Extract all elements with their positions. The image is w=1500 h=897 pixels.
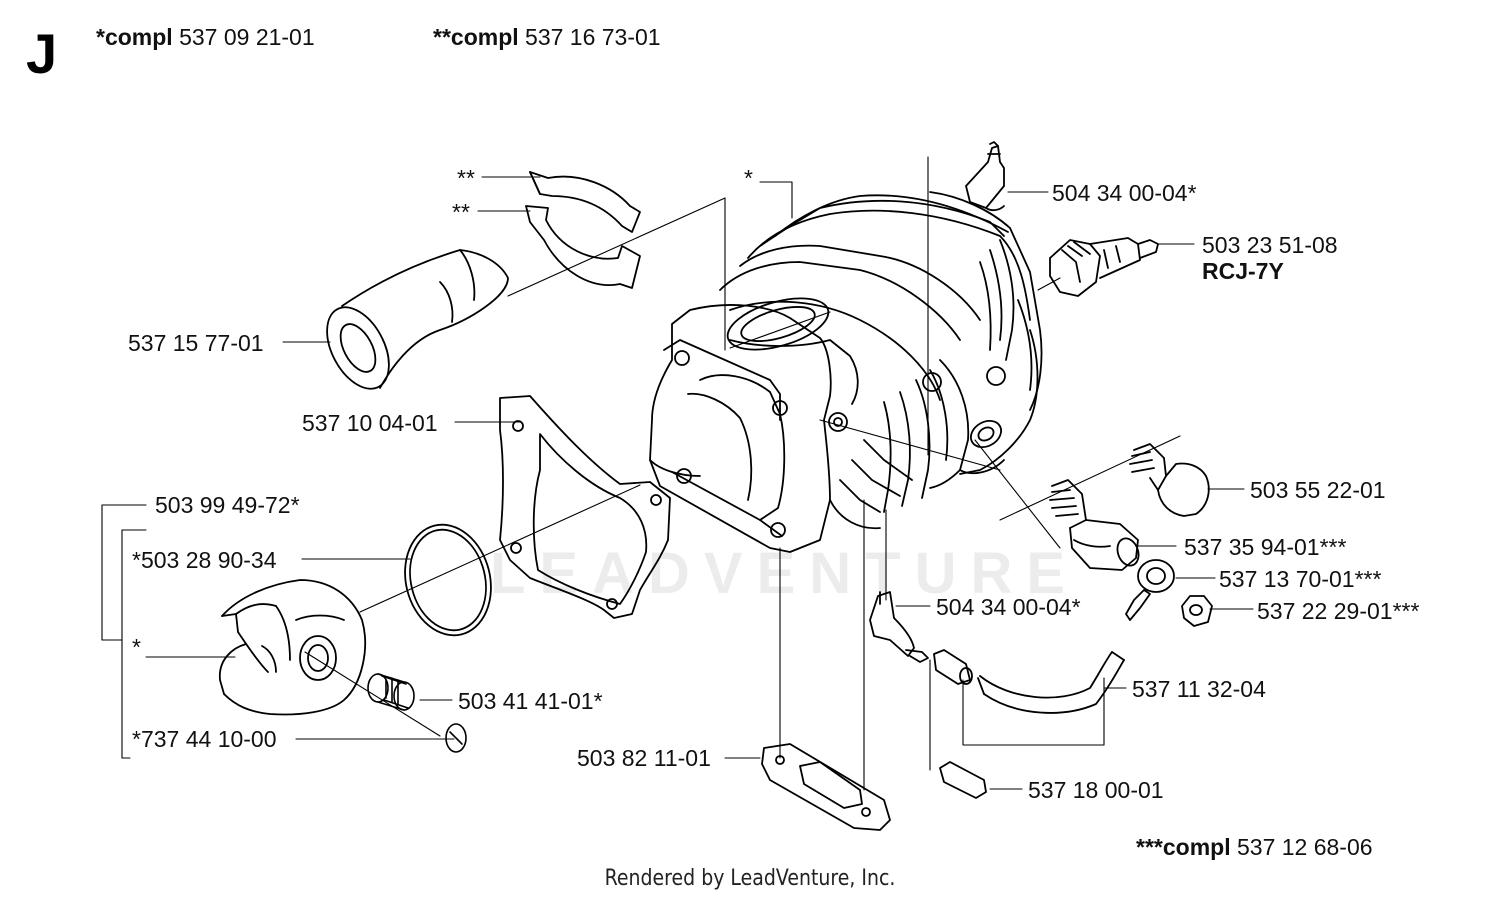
footer-credit: Rendered by LeadVenture, Inc. <box>604 866 896 891</box>
washer <box>1137 559 1175 593</box>
part-537-13-70-01[interactable]: 537 13 70-01*** <box>1219 566 1382 592</box>
callout-clamp-upper[interactable]: ** <box>457 165 475 191</box>
clamp-upper <box>529 171 641 233</box>
callout-clamp-lower[interactable]: ** <box>452 199 470 225</box>
cylinder-gasket <box>499 395 671 619</box>
needle-bearing <box>367 673 415 711</box>
compl-1-prefix: *compl <box>96 24 173 50</box>
part-537-22-29-01[interactable]: 537 22 29-01*** <box>1257 598 1420 624</box>
side-fitting <box>869 591 929 663</box>
header-compl-1: *compl 537 09 21-01 <box>96 26 315 49</box>
spark-plug-type[interactable]: RCJ-7Y <box>1202 258 1284 284</box>
header-compl-2: **compl 537 16 73-01 <box>433 26 661 49</box>
footer-compl-3: ***compl 537 12 68-06 <box>1136 836 1373 859</box>
piston-ring <box>404 523 492 637</box>
fuel-hose <box>977 589 1151 714</box>
decomp-valve <box>1049 479 1140 571</box>
spark-plug <box>1049 237 1159 297</box>
part-503-99-49-72[interactable]: 503 99 49-72* <box>155 492 300 518</box>
part-503-41-41-01[interactable]: 503 41 41-01* <box>458 688 603 714</box>
piston <box>219 579 366 716</box>
watermark: LEADVENTURE <box>490 541 1080 606</box>
part-537-11-32-04[interactable]: 537 11 32-04 <box>1132 676 1266 702</box>
exhaust-gasket <box>761 743 891 831</box>
part-537-35-94-01[interactable]: 537 35 94-01*** <box>1184 534 1347 560</box>
circlip <box>445 723 467 753</box>
screw <box>1181 595 1213 627</box>
part-503-28-90-34[interactable]: *503 28 90-34 <box>132 547 277 573</box>
top-fitting <box>965 141 1005 212</box>
part-737-44-10-00[interactable]: *737 44 10-00 <box>132 726 277 752</box>
compl-3-prefix: ***compl <box>1136 834 1231 860</box>
compl-2-number: 537 16 73-01 <box>525 24 661 50</box>
part-503-23-51-08[interactable]: 503 23 51-08 <box>1202 232 1338 258</box>
clamp-lower <box>525 205 641 289</box>
plug-screw <box>1129 443 1210 517</box>
hose-connector <box>933 649 987 799</box>
compl-1-number: 537 09 21-01 <box>179 24 315 50</box>
part-537-10-04-01[interactable]: 537 10 04-01 <box>302 410 438 436</box>
cylinder <box>649 191 1043 553</box>
compl-3-number: 537 12 68-06 <box>1236 834 1373 860</box>
part-537-18-00-01[interactable]: 537 18 00-01 <box>1028 777 1164 803</box>
compl-2-prefix: **compl <box>433 24 519 50</box>
part-537-15-77-01[interactable]: 537 15 77-01 <box>128 330 264 356</box>
part-503-55-22-01[interactable]: 503 55 22-01 <box>1250 477 1386 503</box>
callout-cylinder[interactable]: * <box>744 165 753 191</box>
part-503-82-11-01[interactable]: 503 82 11-01 <box>577 745 711 771</box>
intake-boot <box>326 249 509 390</box>
callout-piston[interactable]: * <box>132 634 141 660</box>
section-letter: J <box>26 22 58 85</box>
part-504-34-00-04-top[interactable]: 504 34 00-04* <box>1052 180 1197 206</box>
part-504-34-00-04-side[interactable]: 504 34 00-04* <box>936 594 1081 620</box>
